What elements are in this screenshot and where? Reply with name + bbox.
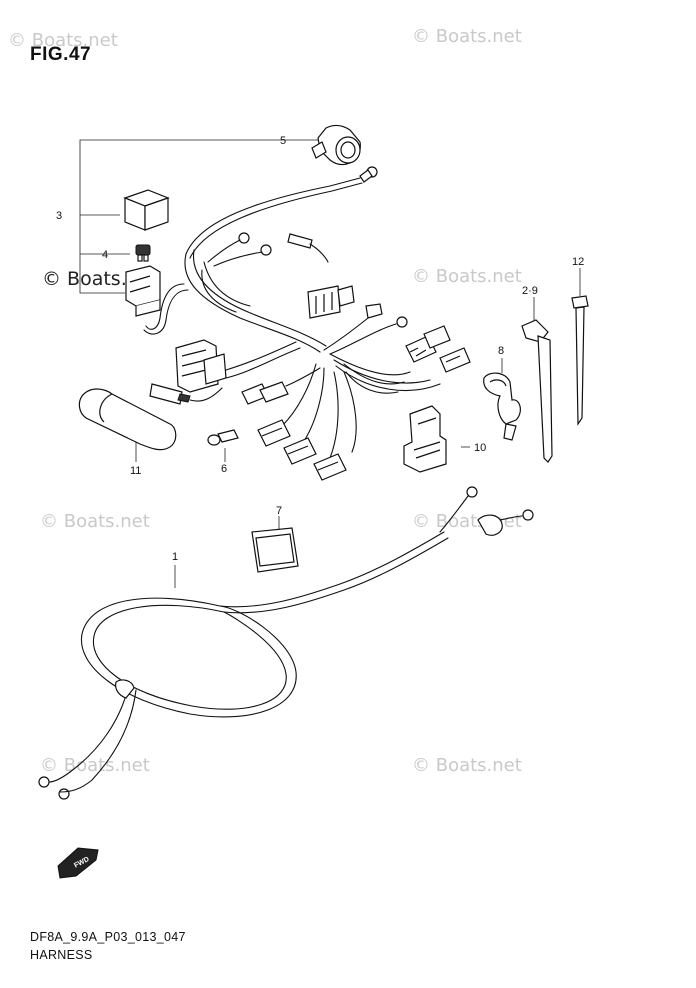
watermark: © Boats.net xyxy=(40,511,150,532)
callout-1: 1 xyxy=(172,551,178,563)
watermark: © Boats.net xyxy=(412,26,522,47)
callout-11: 11 xyxy=(130,465,141,477)
callout-12: 12 xyxy=(572,256,584,268)
part-1-battery-cable xyxy=(38,486,534,800)
callout-3: 3 xyxy=(56,210,62,222)
callout-10: 10 xyxy=(474,442,486,454)
part-12-cable-tie xyxy=(571,295,589,426)
callout-8: 8 xyxy=(498,345,504,357)
part-6-rivet xyxy=(207,429,239,446)
part-8-clip xyxy=(483,372,521,441)
part-5-grommet xyxy=(311,124,361,166)
watermark: © Boats.net xyxy=(412,266,522,287)
watermark: © Boats.net xyxy=(40,755,150,776)
part-7-pad xyxy=(251,527,299,573)
part-4-fuse xyxy=(135,244,151,262)
diagram-code: DF8A_9.9A_P03_013_047 xyxy=(30,930,186,944)
part-10-clamp xyxy=(403,405,447,473)
part-11-tube xyxy=(78,388,177,451)
figure-title: FIG.47 xyxy=(30,44,92,65)
callout-4: 4 xyxy=(102,249,108,261)
harness-upper xyxy=(143,166,471,481)
callout-2-9: 2·9 xyxy=(522,285,538,297)
watermark: © Boats.net xyxy=(412,755,522,776)
part-3-relay xyxy=(123,189,170,231)
callout-6: 6 xyxy=(221,463,227,475)
callout-leaders xyxy=(79,139,581,588)
relay-holder xyxy=(125,265,161,317)
callout-7: 7 xyxy=(276,505,282,517)
fwd-arrow-icon: FWD xyxy=(57,847,99,879)
diagram-name: HARNESS xyxy=(30,948,93,962)
watermark: © Boats.net xyxy=(8,30,118,51)
part-2-9-cable-tie xyxy=(521,319,553,463)
callout-numbers: 5 3 4 12 2·9 8 10 6 11 7 1 xyxy=(56,135,584,563)
callout-5: 5 xyxy=(280,135,286,147)
